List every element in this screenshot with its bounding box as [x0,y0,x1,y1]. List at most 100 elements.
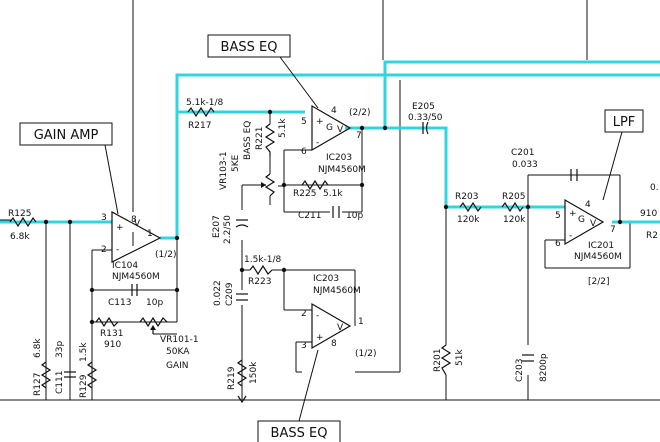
ref-label: VR103-1 [219,151,229,190]
callout-label: BASS EQ [271,426,328,441]
resistor-r221: R221 5.1k [255,118,288,156]
value-label: 5.1k [278,118,288,138]
value-label: 1.5k-1/8 [244,255,282,265]
resistor-r129: R129 1.5k [79,342,98,398]
wires [0,0,660,401]
resistor-r217: 5.1k-1/8 R217 [186,98,224,131]
unit-label: (1/2) [155,250,177,260]
capacitor-right-partial: 0. [650,183,659,193]
ref-label: R219 [227,366,237,390]
resistor-r127: R127 6.8k [33,338,52,396]
minus-sign: - [316,138,319,148]
capacitor-e205: E205 0.33/50 [408,102,443,135]
ref-label: E207 [212,215,222,238]
value-label: 0.33/50 [408,113,443,123]
ref-label: R125 [8,209,31,219]
ref-label: R2 [646,231,658,241]
pin-label: 8 [331,339,337,349]
plus-sign: + [569,209,577,219]
ref-label: C203 [515,359,525,382]
value-label: 910 [640,209,657,219]
part-label: NJM4560M [318,165,366,175]
resistor-right-partial: 910 R2 [640,209,658,241]
minus-sign: - [316,311,319,321]
value-label: 910 [104,340,121,350]
value-label: 10p [346,211,363,221]
junction-dots [43,109,623,325]
capacitor-c203: C203 8200p [515,353,549,382]
value-label: 6.8k [33,338,43,358]
ref-label: R129 [79,374,89,398]
pin-label: 7 [610,225,616,235]
part-label: NJM4560M [574,252,622,262]
function-label: GAIN [166,361,189,371]
value-label: 120k [503,215,526,225]
signal-path [0,60,660,240]
part-label: NJM4560M [313,286,361,296]
opamp-ic201: + - G V 5 6 7 4 IC201 NJM4560M [2/2] [555,198,622,287]
callout-lpf: LPF [602,109,644,201]
ref-label: C111 [55,371,65,394]
ref-label: C201 [511,148,534,158]
value-label: 5.1k-1/8 [186,98,224,108]
ref-label: R131 [100,329,123,339]
ground-symbols [237,395,247,404]
plus-sign: + [116,223,124,233]
resistor-r125: R125 6.8k [8,209,37,242]
value-label: 8200p [539,353,549,382]
ref-label: C211 [298,211,321,221]
pin-label: 4 [331,106,337,116]
callout-label: LPF [613,115,636,130]
ref-label: R223 [248,277,271,287]
ref-label: R221 [255,127,265,150]
ref-label: IC203 [313,274,339,284]
value-label: 120k [457,215,480,225]
ref-label: R225 [293,189,316,199]
pin-label: 2 [301,309,307,319]
pin-label: 1 [147,229,153,239]
vcc-mark: V [337,125,344,135]
potentiometer-vr101: VR101-1 50KA GAIN [139,316,199,371]
opamp-ic203-top: + - G V 5 6 7 4 (2/2) IC203 NJM4560M [301,104,371,175]
opamp-ic203-bottom: - + V 2 3 1 8 (1/2) IC203 NJM4560M [301,274,377,359]
opamp-ic104: + - V 3 2 1 8 (1/2) IC104 NJM4560M [101,210,177,282]
resistor-r223: 1.5k-1/8 R223 [244,255,282,287]
value-label: 150k [249,361,259,384]
gnd-mark: G [326,123,333,133]
ref-label: IC203 [326,153,352,163]
resistor-r219: R219 150k [227,359,259,390]
resistor-r131: R131 910 [95,316,123,350]
value-label: 6.8k [10,232,30,242]
callout-bass-eq-top: BASS EQ [207,34,319,109]
ref-label: E205 [412,102,435,112]
value-label: 2.2/50 [223,215,233,244]
vcc-mark: V [134,219,141,229]
part-label: NJM4560M [112,272,160,282]
potentiometer-vr103: VR103-1 5KE BASS EQ [219,121,276,197]
unit-label: [2/2] [588,277,610,287]
pin-label: 6 [301,147,307,157]
callout-bass-eq-bottom: BASS EQ [257,349,341,442]
callout-label: BASS EQ [221,40,278,55]
resistor-r203: R203 120k [455,192,482,225]
value-label: 51k [455,349,465,366]
capacitor-c201: C201 0.033 [511,148,578,181]
value-label: 10p [146,298,163,308]
value-label: 5KE [231,154,241,172]
value-label: 33p [55,341,65,358]
capacitor-c111: C111 33p [55,341,76,394]
capacitor-c209: 0.022 C209 [213,280,248,306]
ref-label: IC201 [588,241,614,251]
capacitor-c113: C113 10p [108,284,163,308]
pin-label: 3 [101,213,107,223]
vcc-mark: V [337,323,344,333]
value-label: 50KA [166,347,190,357]
pin-label: 8 [131,215,137,225]
ref-label: VR101-1 [160,335,199,345]
pin-label: 2 [101,245,107,255]
callout-gain-amp: GAIN AMP [19,122,119,215]
pin-label: 5 [301,117,307,127]
pin-label: 6 [555,239,561,249]
capacitor-c211: C211 10p [298,206,363,221]
